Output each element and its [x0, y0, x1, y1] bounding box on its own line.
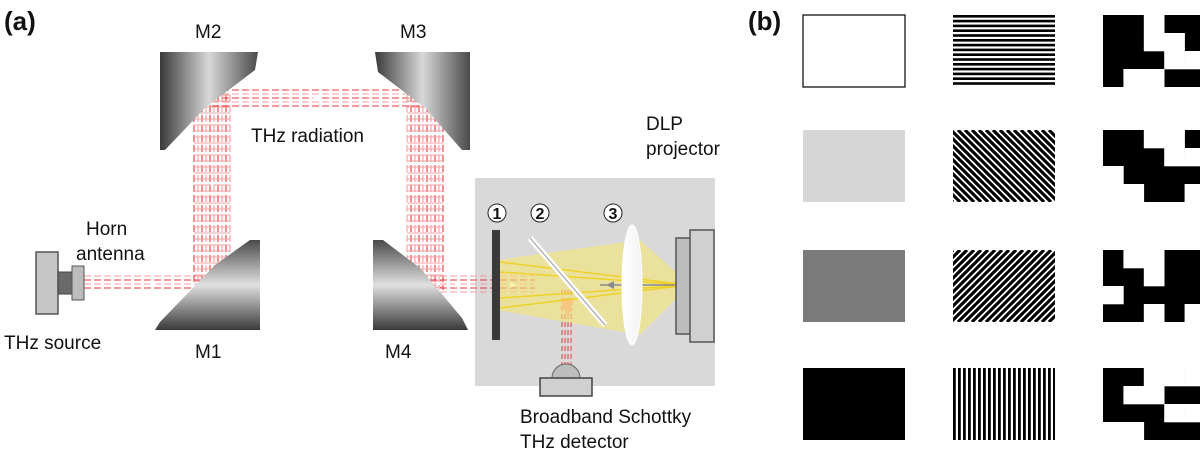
- svg-text:2: 2: [536, 206, 545, 223]
- svg-text:1: 1: [493, 206, 502, 223]
- panel-b-label: (b): [748, 6, 781, 36]
- label-dlp-line2: projector: [646, 139, 721, 160]
- uniform-pattern: [803, 368, 905, 440]
- random-mask-pattern: [1103, 368, 1200, 441]
- mirror-m2: [160, 52, 258, 150]
- label-thz-source: THz source: [4, 333, 101, 354]
- beam-arrow: [455, 282, 463, 288]
- beam-arrow: [210, 182, 214, 190]
- label-m2: M2: [195, 22, 221, 43]
- stripe-pattern: [953, 15, 1055, 87]
- label-horn-line2: antenna: [76, 244, 145, 265]
- beam-arrow: [150, 280, 158, 286]
- beam-arrow: [423, 177, 427, 185]
- mirror-m4: [373, 240, 468, 330]
- beam-m3-to-m4: [406, 94, 444, 290]
- uniform-pattern: [803, 250, 905, 322]
- stripe-pattern: [953, 250, 1055, 322]
- element-2-splitter-edge: [529, 237, 606, 326]
- random-mask-pattern: [1103, 15, 1200, 88]
- svg-text:3: 3: [609, 206, 618, 223]
- beam-arrow: [312, 95, 320, 101]
- stripe-pattern: [953, 130, 1055, 202]
- stripe-pattern: [953, 368, 1055, 440]
- label-dlp-line1: DLP: [646, 114, 683, 135]
- mirror-m3: [375, 52, 470, 150]
- uniform-pattern: [803, 130, 905, 202]
- schottky-detector: [539, 363, 593, 397]
- element-1-plate: [492, 230, 500, 340]
- label-detector-line1: Broadband Schottky: [520, 407, 692, 428]
- thz-source: [35, 251, 73, 315]
- label-m1: M1: [195, 342, 221, 363]
- label-m3: M3: [400, 22, 426, 43]
- horn-antenna: [71, 265, 85, 301]
- label-m4: M4: [385, 342, 412, 363]
- random-mask-pattern: [1103, 130, 1200, 203]
- element-number-1: 1: [487, 203, 507, 223]
- illumination-patterns: [802, 14, 1200, 441]
- random-mask-pattern: [1103, 250, 1200, 323]
- mirror-m1: [155, 240, 260, 330]
- thz-beams: [84, 89, 574, 370]
- element-number-3: 3: [603, 203, 623, 223]
- label-horn-line1: Horn: [86, 219, 127, 240]
- uniform-pattern: [802, 14, 906, 88]
- beam-m2-to-m3: [212, 89, 428, 107]
- element-3-lens: [621, 224, 643, 346]
- label-thz-radiation: THz radiation: [251, 126, 364, 147]
- panel-a-label: (a): [4, 6, 36, 36]
- dlp-projector-lens: [675, 229, 715, 343]
- panel-b: (b): [748, 6, 1200, 441]
- label-detector-line2: THz detector: [520, 432, 629, 453]
- panel-a: (a): [4, 6, 721, 453]
- element-number-2: 2: [530, 203, 550, 223]
